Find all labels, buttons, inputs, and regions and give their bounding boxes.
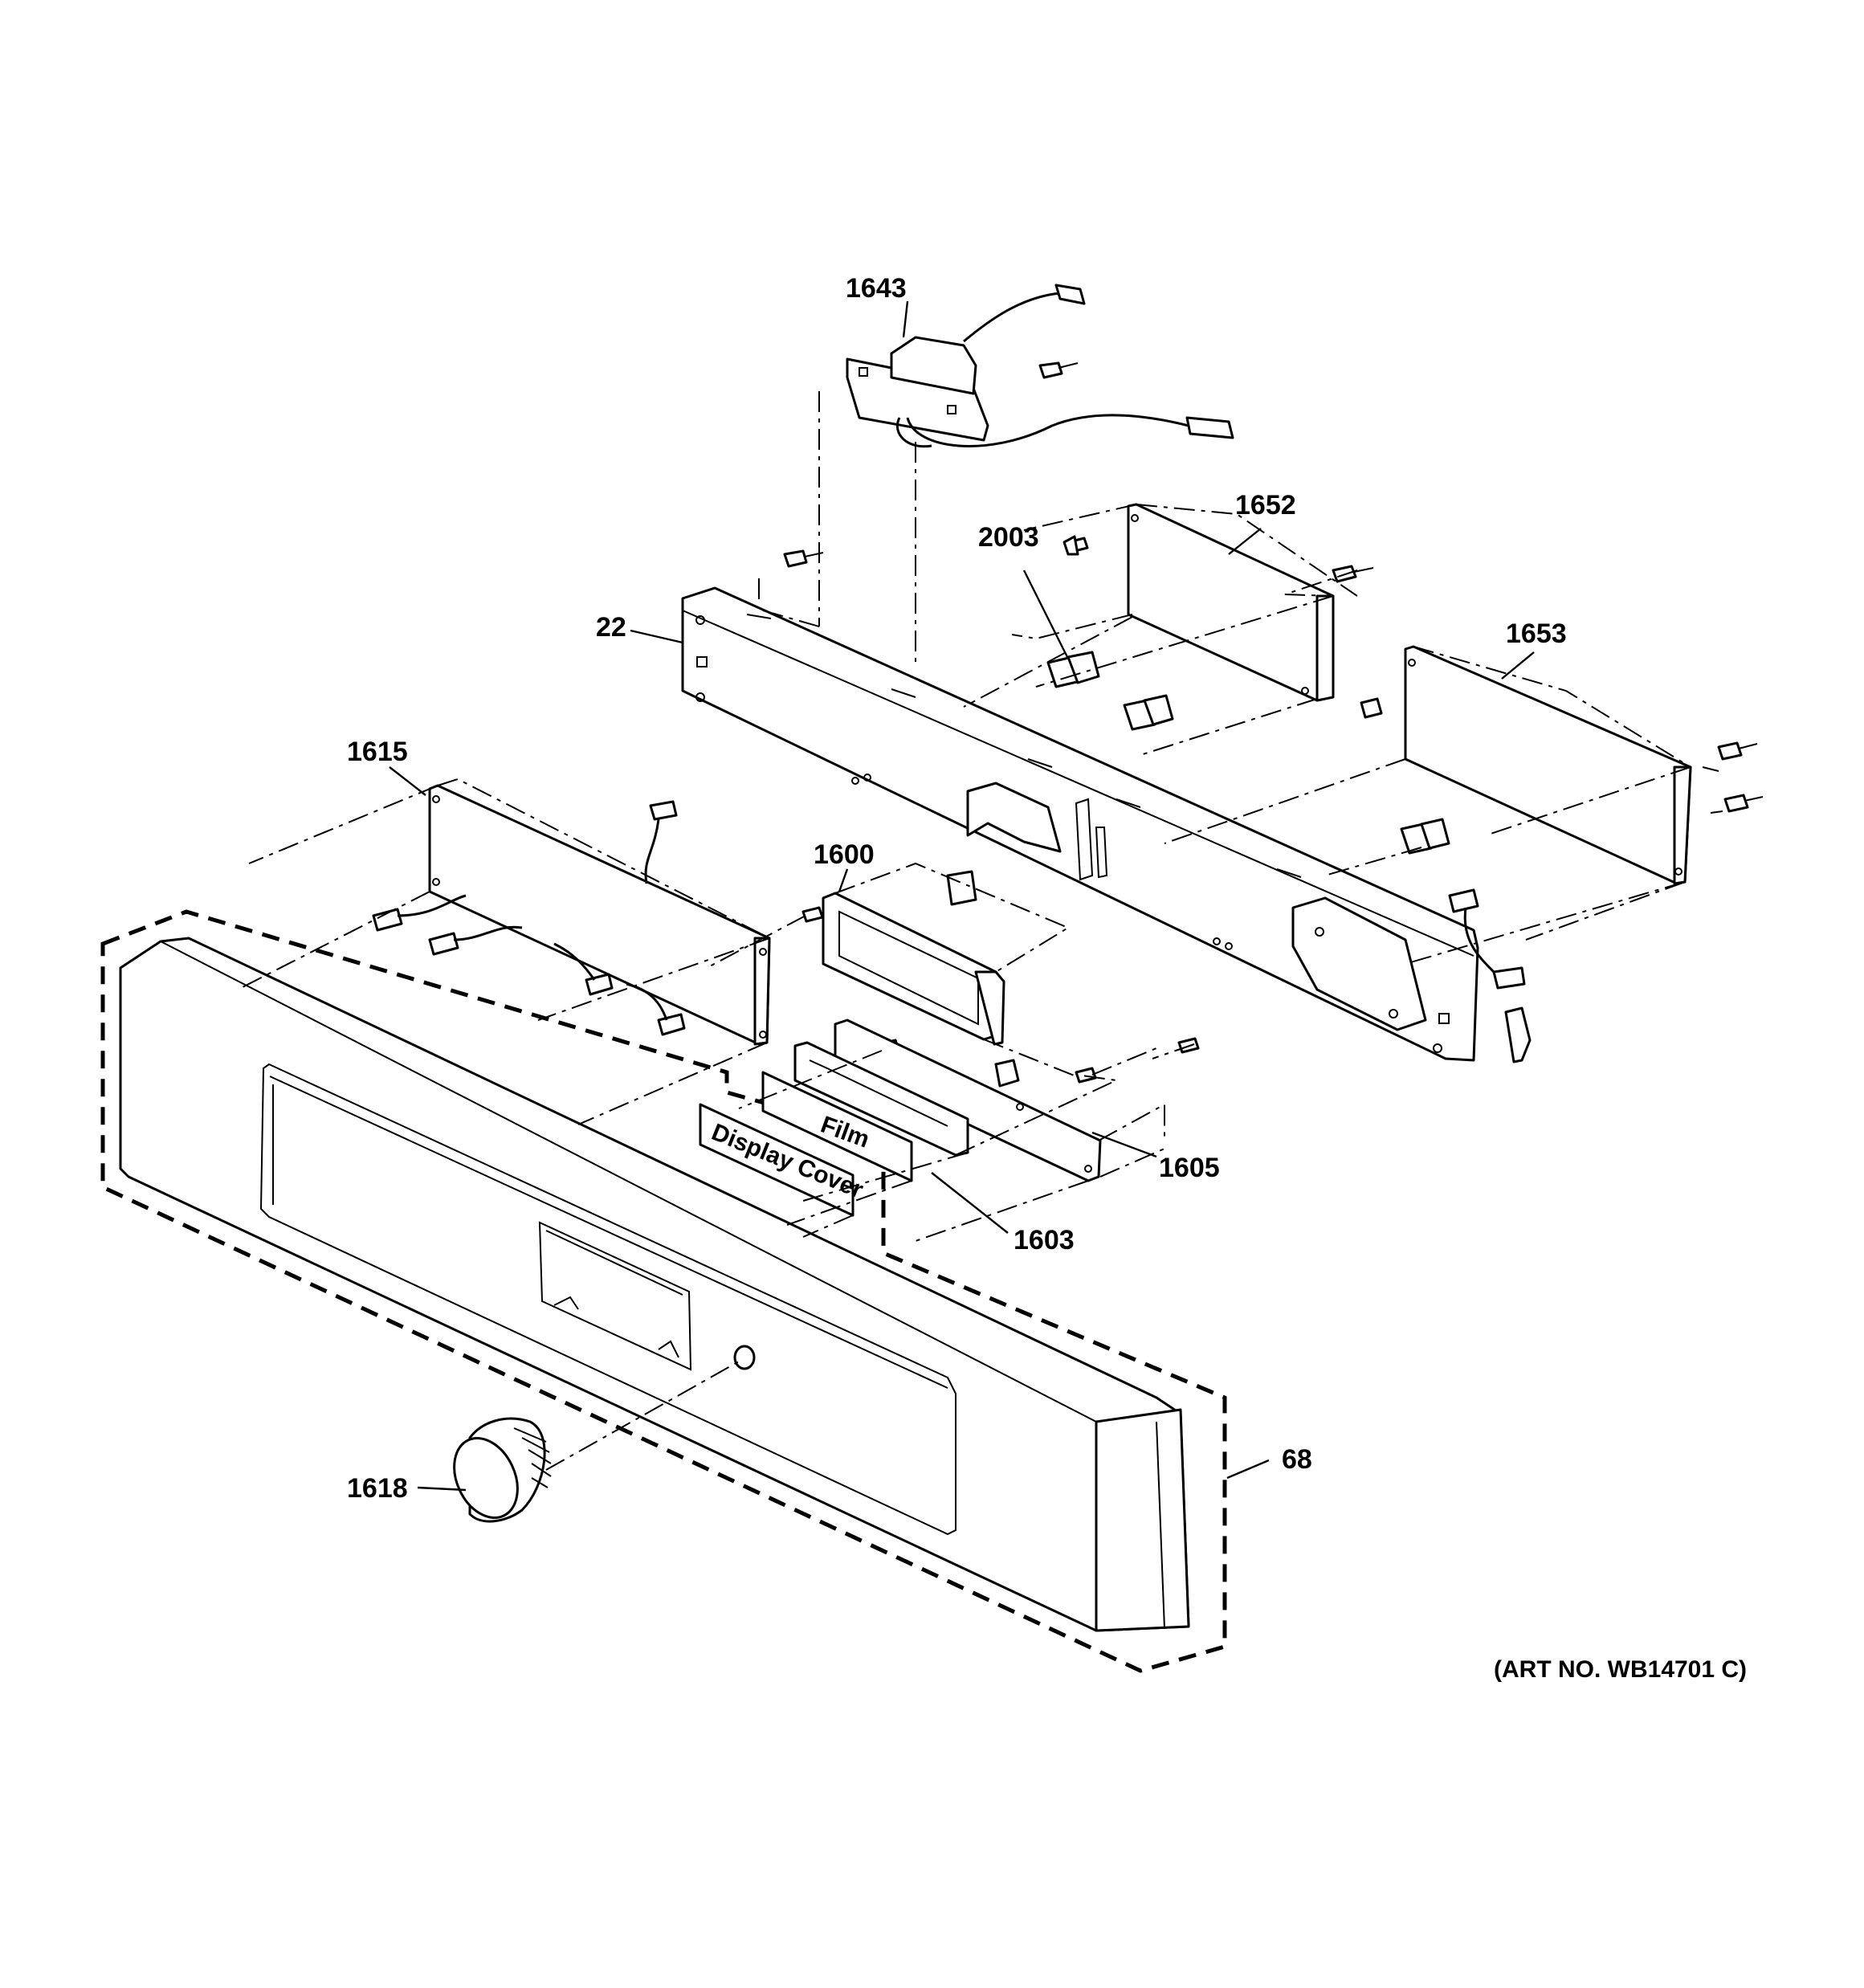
front-control-panel <box>119 937 1190 1632</box>
callout-1643: 1643 <box>846 273 907 304</box>
knob <box>453 1417 552 1523</box>
callout-1605: 1605 <box>1159 1153 1220 1183</box>
callout-leaders <box>389 300 1535 1492</box>
display-module-1600 <box>822 892 1005 1046</box>
film-label: Film <box>761 1071 913 1182</box>
control-board-1652 <box>1127 503 1335 702</box>
alignment-lines <box>240 391 1723 1471</box>
connectors-2003 <box>1046 651 1450 855</box>
wire-harness-right <box>1448 888 1532 1063</box>
control-board-1605 <box>834 1018 1102 1182</box>
callout-2003: 2003 <box>978 522 1039 553</box>
callouts: 1643 1652 2003 22 1653 1615 1600 1605 16… <box>347 273 1567 1504</box>
callout-1618: 1618 <box>347 1473 408 1504</box>
art-number: (ART NO. WB14701 C) <box>1494 1656 1747 1683</box>
control-board-1615 <box>372 784 771 1046</box>
callout-22: 22 <box>596 612 626 643</box>
callout-1653: 1653 <box>1506 618 1567 649</box>
assembly-68-boundary <box>100 909 1227 1673</box>
callout-1603: 1603 <box>1014 1225 1075 1255</box>
transformer <box>846 284 1234 448</box>
mounting-bracket <box>681 586 1479 1062</box>
callout-1600: 1600 <box>814 839 875 870</box>
callout-1652: 1652 <box>1235 490 1296 520</box>
callout-1615: 1615 <box>347 737 408 767</box>
callout-68: 68 <box>1282 1444 1312 1475</box>
